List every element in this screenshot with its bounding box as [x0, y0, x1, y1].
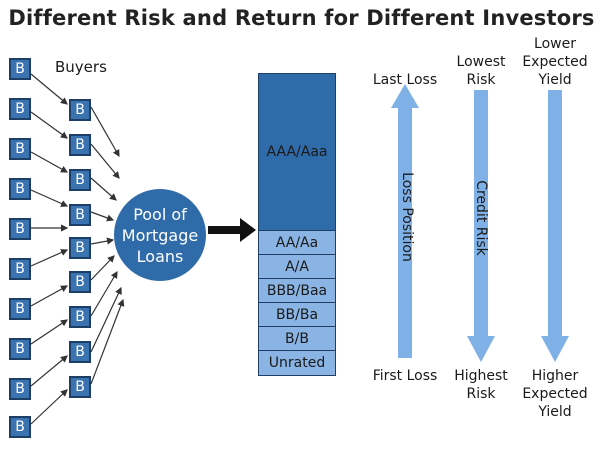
loss-position-label: Loss Position — [399, 172, 415, 262]
buyer-box: B — [9, 138, 31, 160]
yield-arrow — [541, 90, 569, 362]
buyer-box: B — [69, 99, 91, 121]
buyer-box: B — [69, 134, 91, 156]
buyer-box: B — [9, 338, 31, 360]
buyer-box: B — [9, 258, 31, 280]
buyer-box: B — [69, 306, 91, 328]
higher-expected-yield-label: Higher Expected Yield — [515, 367, 595, 421]
highest-risk-line2: Risk — [466, 386, 496, 402]
lower-yield-line3: Yield — [538, 72, 572, 88]
higher-yield-line1: Higher — [531, 368, 579, 384]
buyer-box: B — [9, 218, 31, 240]
lowest-risk-line2: Risk — [466, 72, 496, 88]
higher-yield-line3: Yield — [538, 404, 572, 420]
higher-yield-line2: Expected — [522, 386, 588, 402]
first-loss-label: First Loss — [372, 368, 438, 384]
buyer-box: B — [69, 204, 91, 226]
buyer-box: B — [9, 178, 31, 200]
buyer-box: B — [69, 271, 91, 293]
diagram-title: Different Risk and Return for Different … — [8, 6, 595, 30]
tranche-unrated: Unrated — [258, 350, 336, 376]
lowest-risk-line1: Lowest — [456, 54, 506, 70]
buyer-box: B — [69, 169, 91, 191]
pool-label-line3: Loans — [136, 246, 184, 266]
loss-position-arrow — [391, 84, 419, 358]
pool-label-line1: Pool of — [133, 204, 187, 224]
last-loss-label: Last Loss — [372, 72, 438, 88]
lower-yield-line2: Expected — [522, 54, 588, 70]
lowest-risk-label: Lowest Risk — [446, 53, 516, 89]
buyer-box: B — [9, 378, 31, 400]
highest-risk-label: Highest Risk — [446, 367, 516, 403]
buyer-box: B — [9, 98, 31, 120]
buyer-box: B — [9, 298, 31, 320]
credit-risk-arrow — [467, 90, 495, 362]
tranche-a: A/A — [258, 254, 336, 279]
tranche-aaa: AAA/Aaa — [258, 73, 336, 231]
tranche-b: B/B — [258, 326, 336, 351]
buyer-box: B — [69, 341, 91, 363]
tranche-bb: BB/Ba — [258, 302, 336, 327]
buyer-box: B — [9, 416, 31, 438]
pool-to-tranche-arrow — [208, 218, 256, 242]
buyer-box: B — [9, 58, 31, 80]
buyers-label: Buyers — [55, 58, 107, 76]
credit-risk-label: Credit Risk — [473, 180, 489, 256]
buyer-box: B — [69, 376, 91, 398]
mortgage-pool-circle: Pool of Mortgage Loans — [114, 189, 206, 281]
lower-expected-yield-label: Lower Expected Yield — [515, 35, 595, 89]
tranche-aa: AA/Aa — [258, 230, 336, 255]
tranche-bbb: BBB/Baa — [258, 278, 336, 303]
lower-yield-line1: Lower — [534, 36, 576, 52]
pool-label-line2: Mortgage — [121, 225, 199, 245]
buyer-box: B — [69, 237, 91, 259]
highest-risk-line1: Highest — [454, 368, 508, 384]
